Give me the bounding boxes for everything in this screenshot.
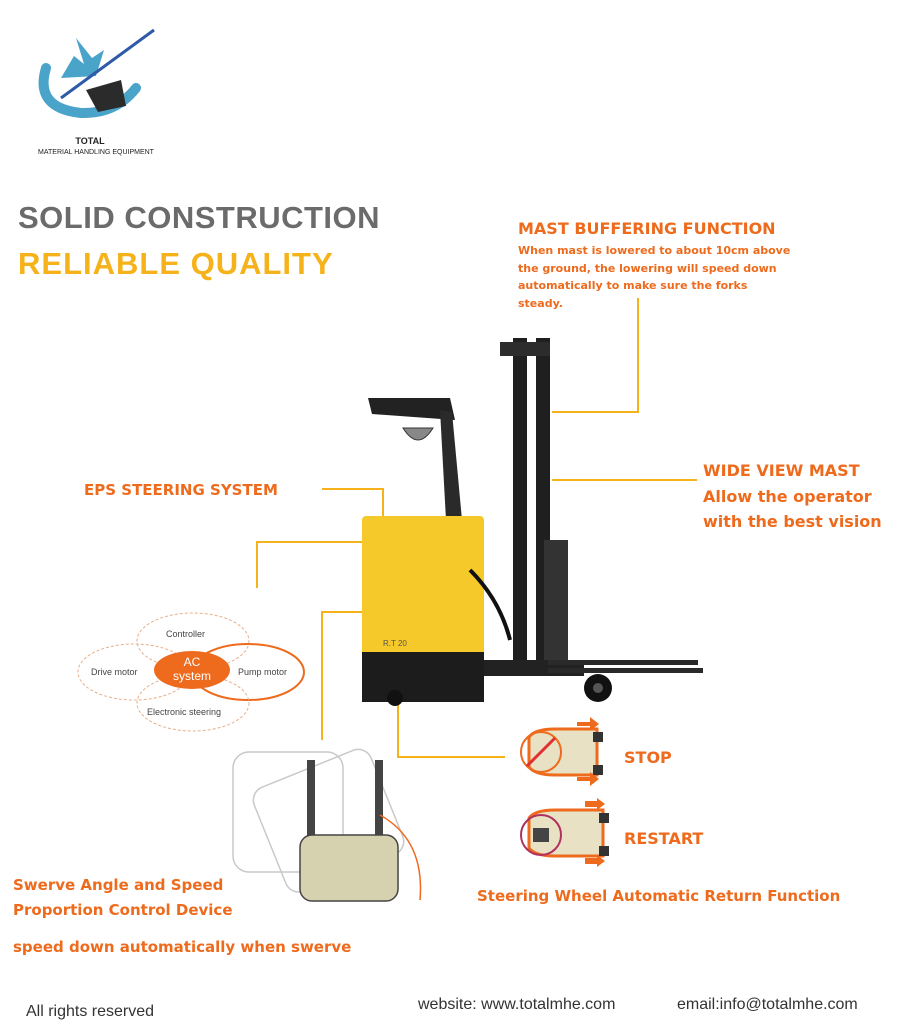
- footer-rights: All rights reserved: [26, 1003, 155, 1020]
- headline-solid-construction: SOLID CONSTRUCTION: [18, 200, 381, 235]
- ac-system-diagram: [77, 612, 305, 732]
- ac-pump-motor: Pump motor: [238, 667, 288, 677]
- footer-website: website: www.totalmhe.com: [418, 996, 616, 1013]
- wide-view-title: WIDE VIEW MAST: [703, 461, 860, 480]
- mast-buffering-line: automatically to make sure the forks: [518, 279, 748, 292]
- ac-controller: Controller: [166, 629, 206, 639]
- mast-buffering-body: When mast is lowered to about 10cm above…: [518, 242, 838, 312]
- logo-line2: MATERIAL HANDLING EQUIPMENT: [38, 149, 154, 156]
- eps-title: EPS STEERING SYSTEM: [84, 481, 278, 499]
- swerve-diagram: [232, 748, 422, 902]
- stop-label: STOP: [624, 748, 672, 767]
- stop-wheel-icon: [520, 717, 603, 786]
- ac-drive-motor: Drive motor: [91, 667, 138, 677]
- wide-view-line: with the best vision: [703, 512, 882, 531]
- connector-lines: [256, 298, 697, 758]
- ac-center-line2: system: [172, 669, 211, 683]
- swerve-line2: Proportion Control Device: [13, 901, 233, 919]
- mast-buffering-line: When mast is lowered to about 10cm above: [518, 244, 791, 257]
- wide-view-line: Allow the operator: [703, 487, 872, 506]
- mast-buffering-title: MAST BUFFERING FUNCTION: [518, 219, 776, 238]
- logo: TOTAL MATERIAL HANDLING EQUIPMENT: [26, 28, 166, 163]
- mast-buffering-line: the ground, the lowering will speed down: [518, 261, 777, 275]
- footer-email: email:info@totalmhe.com: [677, 996, 858, 1013]
- swerve-line3: speed down automatically when swerve: [13, 938, 352, 956]
- logo-mark-icon: [38, 28, 155, 119]
- headline-reliable-quality: RELIABLE QUALITY: [18, 246, 334, 281]
- steering-caption: Steering Wheel Automatic Return Function: [477, 887, 841, 905]
- swerve-line1: Swerve Angle and Speed: [13, 876, 224, 894]
- ac-center-line1: AC: [183, 655, 201, 669]
- restart-wheel-icon: [520, 798, 609, 867]
- logo-line1: TOTAL: [75, 136, 105, 146]
- truck-model-label: R.T 20: [383, 639, 407, 648]
- ac-electronic-steering: Electronic steering: [147, 707, 222, 717]
- mast-buffering-line: steady.: [518, 296, 563, 310]
- restart-label: RESTART: [624, 829, 704, 848]
